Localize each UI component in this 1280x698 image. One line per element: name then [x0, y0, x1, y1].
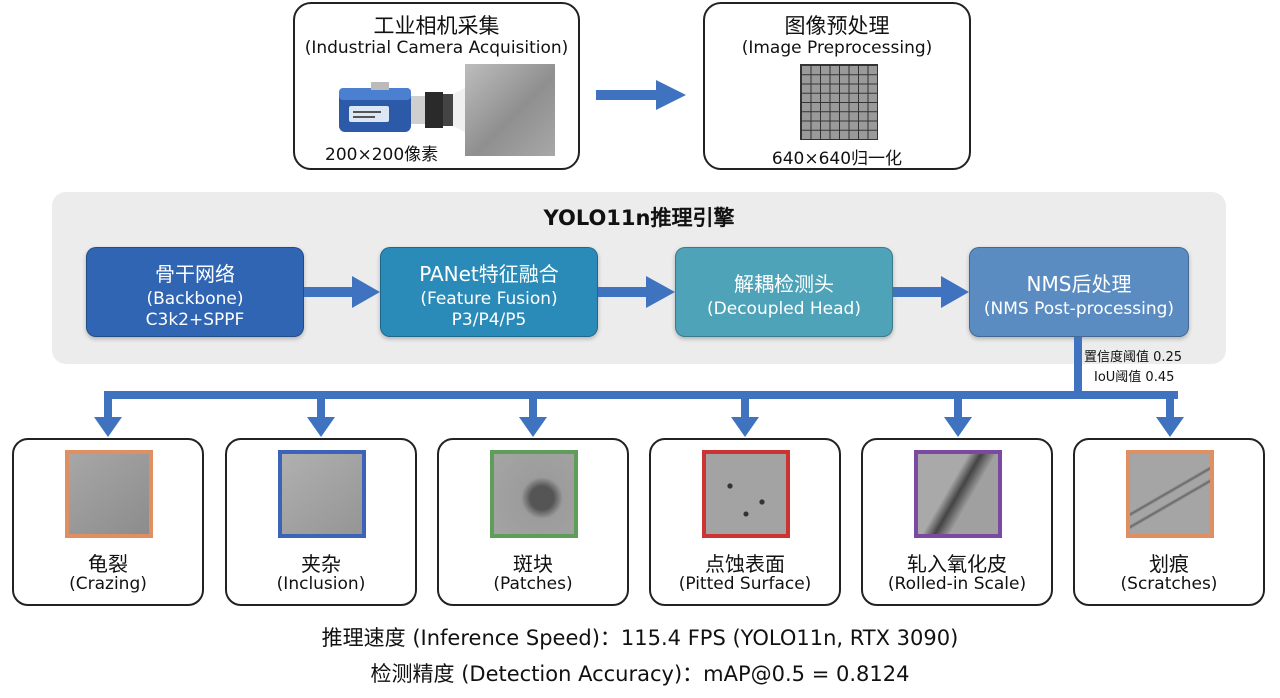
defect-name-en: (Patches): [493, 574, 573, 594]
stage-nms: NMS后处理 (NMS Post-processing): [969, 247, 1189, 337]
defect-name-en: (Inclusion): [276, 574, 366, 594]
stage-backbone-detail: C3k2+SPPF: [145, 310, 245, 330]
defect-card: 点蚀表面 (Pitted Surface): [649, 438, 841, 606]
stage-backbone-zh: 骨干网络: [155, 262, 235, 286]
stage-decoupled-head: 解耦检测头 (Decoupled Head): [675, 247, 893, 337]
defect-thumbnail: [490, 450, 578, 538]
defect-name-en: (Crazing): [69, 574, 147, 594]
defect-name-zh: 点蚀表面: [705, 552, 785, 576]
acquisition-resolution: 200×200像素: [325, 145, 439, 165]
defect-thumbnail: [65, 450, 153, 538]
acquisition-title-zh: 工业相机采集: [373, 14, 500, 38]
engine-title: YOLO11n推理引擎: [543, 206, 735, 230]
confidence-threshold-label: 置信度阈值 0.25: [1084, 350, 1183, 365]
preprocessing-title-en: (Image Preprocessing): [741, 38, 933, 58]
stage-feature-fusion-detail: P3/P4/P5: [451, 310, 527, 330]
preprocessing-title-zh: 图像预处理: [784, 14, 890, 38]
defect-thumbnail: [702, 450, 790, 538]
stage-nms-zh: NMS后处理: [1026, 272, 1132, 296]
defect-card: 夹杂 (Inclusion): [225, 438, 417, 606]
arrow-acquisition-to-preprocessing: [596, 80, 686, 110]
defect-card: 划痕 (Scratches): [1073, 438, 1265, 606]
defect-name-zh: 轧入氧化皮: [907, 552, 1007, 576]
stage-backbone-en: (Backbone): [146, 289, 244, 309]
defect-name-zh: 划痕: [1149, 552, 1189, 576]
defect-card: 龟裂 (Crazing): [12, 438, 204, 606]
defect-thumbnail: [278, 450, 366, 538]
preprocessing-grid-image: [800, 64, 878, 140]
defect-thumbnail: [1126, 450, 1214, 538]
preprocessing-box: 图像预处理 (Image Preprocessing) 640×640归一化: [703, 2, 971, 170]
stage-feature-fusion-zh: PANet特征融合: [419, 262, 559, 286]
defect-name-zh: 夹杂: [301, 552, 341, 576]
defect-card: 斑块 (Patches): [437, 438, 629, 606]
stage-backbone: 骨干网络 (Backbone) C3k2+SPPF: [86, 247, 304, 337]
stage-feature-fusion-en: (Feature Fusion): [420, 289, 558, 309]
defect-name-zh: 龟裂: [88, 552, 128, 576]
acquisition-title-en: (Industrial Camera Acquisition): [304, 38, 569, 58]
stage-feature-fusion: PANet特征融合 (Feature Fusion) P3/P4/P5: [380, 247, 598, 337]
stage-decoupled-head-zh: 解耦检测头: [734, 272, 834, 296]
detection-accuracy-text: 检测精度 (Detection Accuracy)：mAP@0.5 = 0.81…: [370, 662, 910, 686]
acquisition-box: 工业相机采集 (Industrial Camera Acquisition) 2…: [293, 2, 580, 170]
preprocessing-resolution: 640×640归一化: [771, 149, 903, 169]
defect-thumbnail: [914, 450, 1002, 538]
defect-card: 轧入氧化皮 (Rolled-in Scale): [861, 438, 1053, 606]
acquisition-sample-image: [465, 64, 555, 156]
defect-name-en: (Rolled-in Scale): [887, 574, 1027, 594]
defect-name-en: (Pitted Surface): [678, 574, 812, 594]
inference-speed-text: 推理速度 (Inference Speed)：115.4 FPS (YOLO11…: [321, 626, 959, 650]
stage-decoupled-head-en: (Decoupled Head): [707, 299, 861, 319]
iou-threshold-label: IoU阈值 0.45: [1094, 370, 1175, 385]
stage-nms-en: (NMS Post-processing): [983, 299, 1175, 319]
defect-name-en: (Scratches): [1120, 574, 1218, 594]
defect-name-zh: 斑块: [513, 552, 553, 576]
